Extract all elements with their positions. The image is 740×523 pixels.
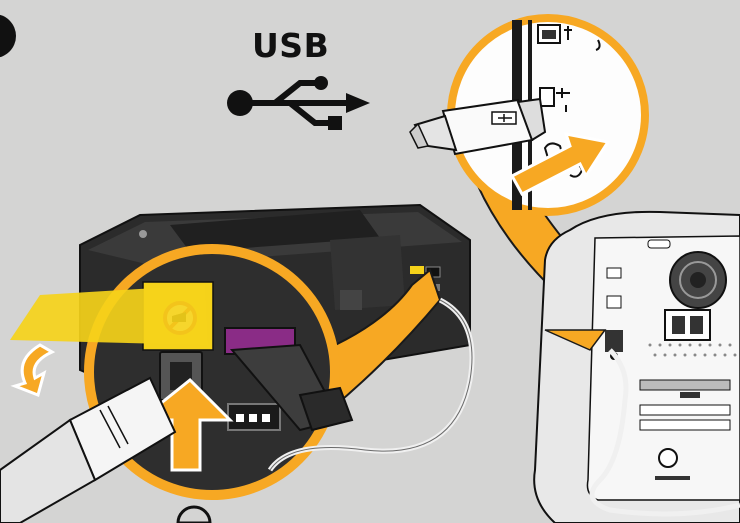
step-badge — [0, 14, 16, 58]
yellow-tape — [10, 285, 208, 345]
printer-usb-plug — [224, 327, 354, 432]
usb-cable-outline — [269, 299, 473, 471]
computer-port-magnifier — [409, 14, 649, 216]
usb-symbol-icon — [227, 76, 370, 130]
computer-zoom-funnel — [544, 329, 607, 351]
usb-trident-icon — [556, 88, 570, 112]
step-badge-bottom — [176, 505, 212, 523]
curved-arrow-icon — [10, 343, 56, 398]
computer-cable — [589, 348, 740, 517]
usb-label: USB — [252, 26, 330, 65]
usb-cable-plug-printer — [0, 376, 177, 523]
computer-tower — [533, 210, 740, 523]
